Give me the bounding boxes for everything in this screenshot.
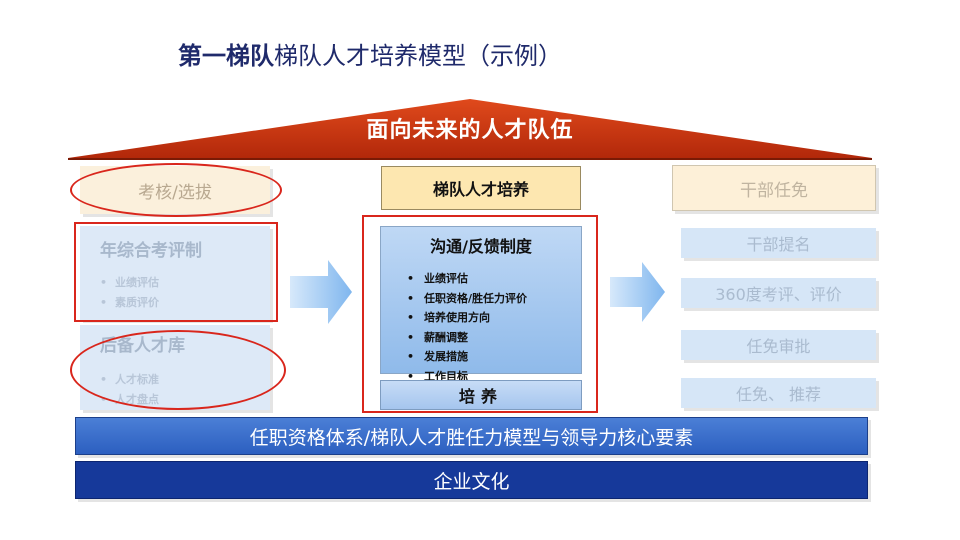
highlight-rect-center: [362, 215, 598, 413]
page-title: 第一梯队梯队人才培养模型（示例）: [178, 36, 562, 71]
roof-shape: [68, 99, 872, 160]
list-item: 任职资格/胜任力评价: [423, 289, 581, 309]
title-strong: 第一梯队: [178, 42, 274, 70]
title-rest: 梯队人才培养模型（示例）: [274, 42, 562, 70]
arrow-right-icon: [290, 260, 352, 324]
list-item: 薪酬调整: [423, 328, 581, 348]
annual-evaluation-card: 年综合考评制 业绩评估 素质评价: [80, 226, 270, 320]
annual-evaluation-list: 业绩评估 素质评价: [80, 273, 270, 313]
right-item-recommendation: 任免、 推荐: [681, 378, 876, 408]
right-item-nomination: 干部提名: [681, 228, 876, 258]
feedback-system-list: 业绩评估 任职资格/胜任力评价 培养使用方向 薪酬调整 发展措施 工作目标: [381, 269, 581, 386]
right-header-appointment: 干部任免: [672, 165, 876, 211]
corporate-culture-bar: 企业文化: [75, 461, 868, 499]
feedback-system-card: 沟通/反馈制度 业绩评估 任职资格/胜任力评价 培养使用方向 薪酬调整 发展措施…: [380, 226, 582, 383]
highlight-ellipse-left-header: [70, 163, 282, 217]
training-button: 培养: [380, 380, 582, 410]
list-item: 业绩评估: [114, 273, 270, 293]
list-item: 培养使用方向: [423, 308, 581, 328]
list-item: 工作目标: [423, 367, 581, 387]
highlight-ellipse-talent-pool: [70, 330, 286, 410]
right-item-360-review: 360度考评、评价: [681, 278, 876, 308]
right-item-approval: 任免审批: [681, 330, 876, 360]
list-item: 发展措施: [423, 347, 581, 367]
competency-system-bar: 任职资格体系/梯队人才胜任力模型与领导力核心要素: [75, 417, 868, 455]
annual-evaluation-title: 年综合考评制: [100, 241, 202, 261]
arrow-right-icon: [610, 262, 665, 322]
feedback-system-title: 沟通/反馈制度: [430, 237, 532, 256]
list-item: 素质评价: [114, 293, 270, 313]
highlight-rect-annual-evaluation: [74, 222, 278, 322]
roof-label: 面向未来的人才队伍: [366, 118, 574, 143]
center-header-training: 梯队人才培养: [381, 166, 581, 210]
list-item: 业绩评估: [423, 269, 581, 289]
